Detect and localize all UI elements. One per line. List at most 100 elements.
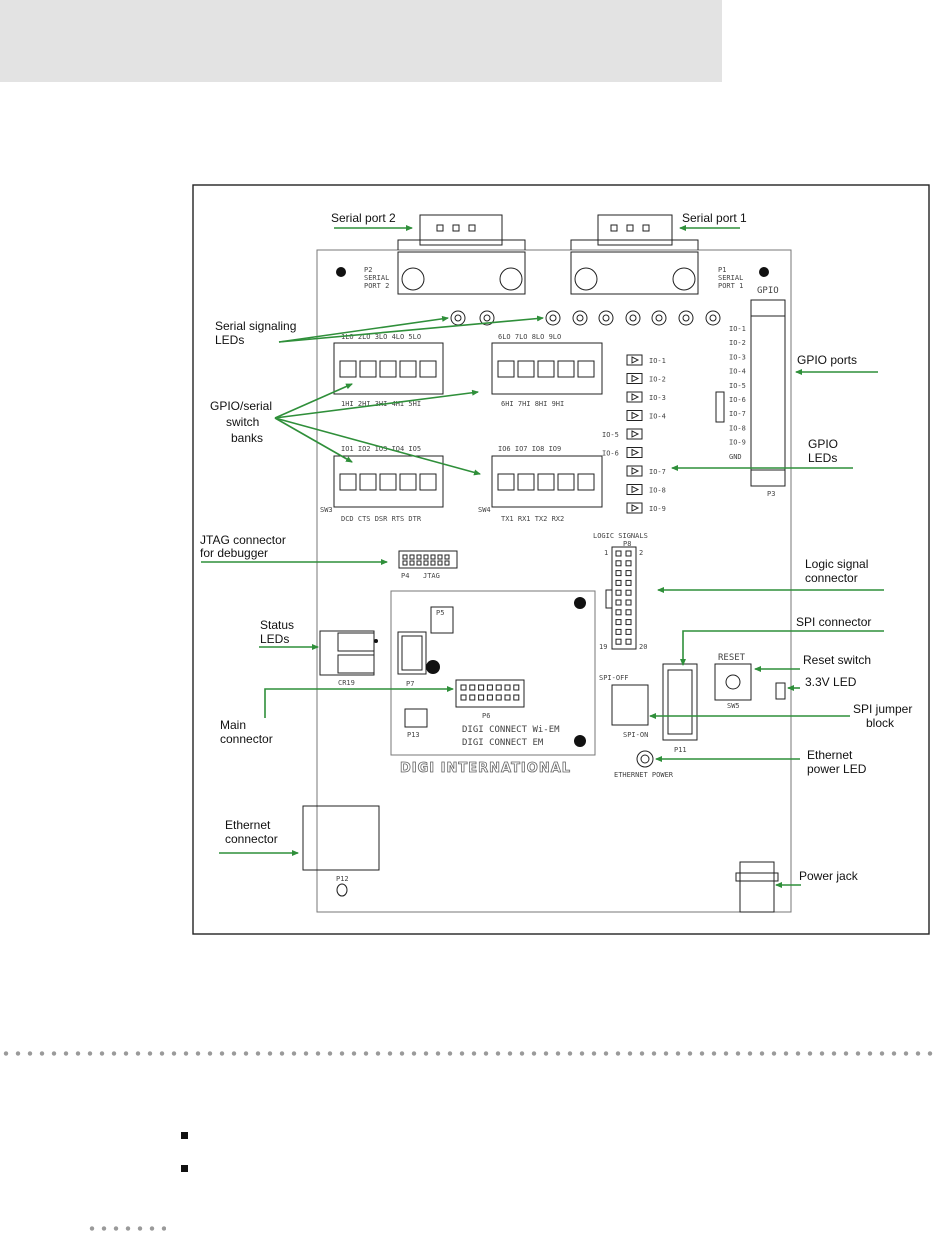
gpio-led: [626, 410, 643, 421]
gpio-led-label: IO-5: [602, 431, 619, 439]
gpio-io-label: IO-5: [729, 382, 746, 390]
reset-silk: RESET: [718, 653, 746, 663]
logic-pin: [625, 579, 632, 586]
gpio-led: [626, 373, 643, 384]
label-logic-signal-2: connector: [805, 571, 858, 585]
main-connector-pin: [495, 684, 502, 691]
sw2-top-silk: 6LO 7LO 8LO 9LO: [498, 333, 561, 341]
switch-bank-2: 6LO 7LO 8LO 9LO 6HI 7HI 8HI 9HI: [491, 333, 603, 408]
arrow-serial-leds-2: [278, 315, 544, 343]
label-spi-jumper-1: SPI jumper: [853, 702, 912, 716]
resistor-pack: [715, 391, 725, 423]
logic-pin: [615, 589, 622, 596]
label-serial-signaling-2: LEDs: [215, 333, 244, 347]
serial-port-1-connector: [570, 214, 699, 295]
status-leds-block: CR19: [319, 630, 378, 687]
led-33-part: [775, 682, 786, 700]
main-connector-pin: [495, 694, 502, 701]
label-ethernet-power-2: power LED: [807, 762, 867, 776]
ethernet-power-silk: ETHERNET POWER: [614, 771, 674, 779]
ethernet-power-led-part: ETHERNET POWER: [614, 750, 674, 779]
callout-labels: Serial port 2 Serial port 1 Serial signa…: [200, 211, 912, 883]
label-serial-signaling-1: Serial signaling: [215, 319, 296, 333]
switch-bank-3: IO1 IO2 IO3 IO4 IO5 SW3 DCD CTS DSR RTS …: [320, 445, 444, 523]
logic-pin: [615, 579, 622, 586]
gpio-led: [626, 391, 643, 403]
gpio-io-label: IO-6: [729, 396, 746, 404]
label-power-jack: Power jack: [799, 869, 859, 883]
gpio-led-label: IO-4: [649, 413, 666, 421]
gpio-led: [626, 354, 643, 366]
main-connector-pin: [478, 684, 485, 691]
arrow-main-connector: [264, 686, 454, 718]
mounting-hole: [336, 267, 346, 277]
switch-bank-4: IO6 IO7 IO8 IO9 SW4 TX1 RX1 TX2 RX2: [478, 445, 603, 523]
label-gpio-ports: GPIO ports: [797, 353, 857, 367]
gpio-led-label: IO-6: [602, 450, 619, 458]
gpio-led-label: IO-1: [649, 357, 666, 365]
p8-silk: P8: [623, 540, 631, 548]
sw4-silk: SW4: [478, 506, 491, 514]
arrow-switch-1: [274, 383, 353, 419]
gpio-led-symbol: [631, 485, 640, 494]
module-name-2: DIGI CONNECT EM: [462, 738, 544, 748]
logic-signals-silk: LOGIC SIGNALS: [593, 532, 648, 540]
gpio-led-symbol: [631, 504, 640, 512]
gpio-silk: GPIO: [757, 286, 779, 296]
label-logic-signal-1: Logic signal: [805, 557, 868, 571]
main-connector-pin: [469, 694, 476, 701]
gpio-io-label: IO-7: [729, 410, 746, 418]
gpio-led-symbol: [631, 430, 640, 438]
pin-20-silk: 20: [639, 643, 647, 651]
gpio-led: [626, 502, 643, 514]
gpio-io-label: IO-2: [729, 339, 746, 347]
section-divider: [0, 1051, 936, 1056]
main-connector-pin: [504, 694, 511, 701]
gpio-led: [626, 465, 643, 477]
label-spi-jumper-2: block: [866, 716, 895, 730]
p7-silk: P7: [406, 680, 414, 688]
logic-pin: [625, 560, 632, 567]
gpio-led-symbol: [631, 411, 640, 420]
callout-arrows: [201, 225, 884, 888]
gpio-led-label: IO-2: [649, 376, 666, 384]
main-connector-pin: [513, 694, 520, 701]
switch-bank-1: 1LO 2LO 3LO 4LO 5LO 1HI 2HI 3HI 4HI 5HI: [333, 333, 444, 408]
label-status-leds-1: Status: [260, 618, 294, 632]
main-connector-pins: [460, 684, 520, 701]
serial-signaling-leds: [450, 310, 721, 326]
gpio-led: [626, 428, 643, 440]
serial-port-2-silk: SERIAL: [364, 274, 389, 282]
gpio-led-symbol: [631, 393, 640, 401]
logic-pin: [625, 609, 632, 616]
page-header-band: [0, 0, 722, 82]
serial-port-1-silk: SERIAL: [718, 274, 743, 282]
p5-silk: P5: [436, 609, 444, 617]
logic-pin: [615, 560, 622, 567]
logic-pin: [625, 570, 632, 577]
main-connector-pin: [478, 694, 485, 701]
label-main-connector-1: Main: [220, 718, 246, 732]
sw2-bottom-silk: 6HI 7HI 8HI 9HI: [501, 400, 564, 408]
label-gpio-leds-2: LEDs: [808, 451, 837, 465]
serial-port-2-connector: [397, 214, 526, 295]
label-ethernet-power-1: Ethernet: [807, 748, 853, 762]
logic-pin: [615, 628, 622, 635]
label-serial-port-2: Serial port 2: [331, 211, 396, 225]
p3-silk: P3: [767, 490, 775, 498]
gpio-led-symbol: [631, 356, 640, 364]
label-spi-connector: SPI connector: [796, 615, 871, 629]
figure-frame: [192, 184, 930, 935]
label-gpio-serial-3: banks: [231, 431, 263, 445]
logic-pin: [615, 570, 622, 577]
gpio-io-label: IO-8: [729, 424, 746, 432]
port-2-silk: PORT 2: [364, 282, 389, 290]
logic-pin: [625, 619, 632, 626]
gpio-led-symbol: [631, 374, 640, 383]
gpio-io-label: IO-9: [729, 439, 746, 447]
bullet-marker: [181, 1132, 188, 1139]
arrow-serial-leds-1: [278, 315, 449, 343]
label-status-leds-2: LEDs: [260, 632, 289, 646]
gpio-led-label: IO-9: [649, 505, 666, 513]
